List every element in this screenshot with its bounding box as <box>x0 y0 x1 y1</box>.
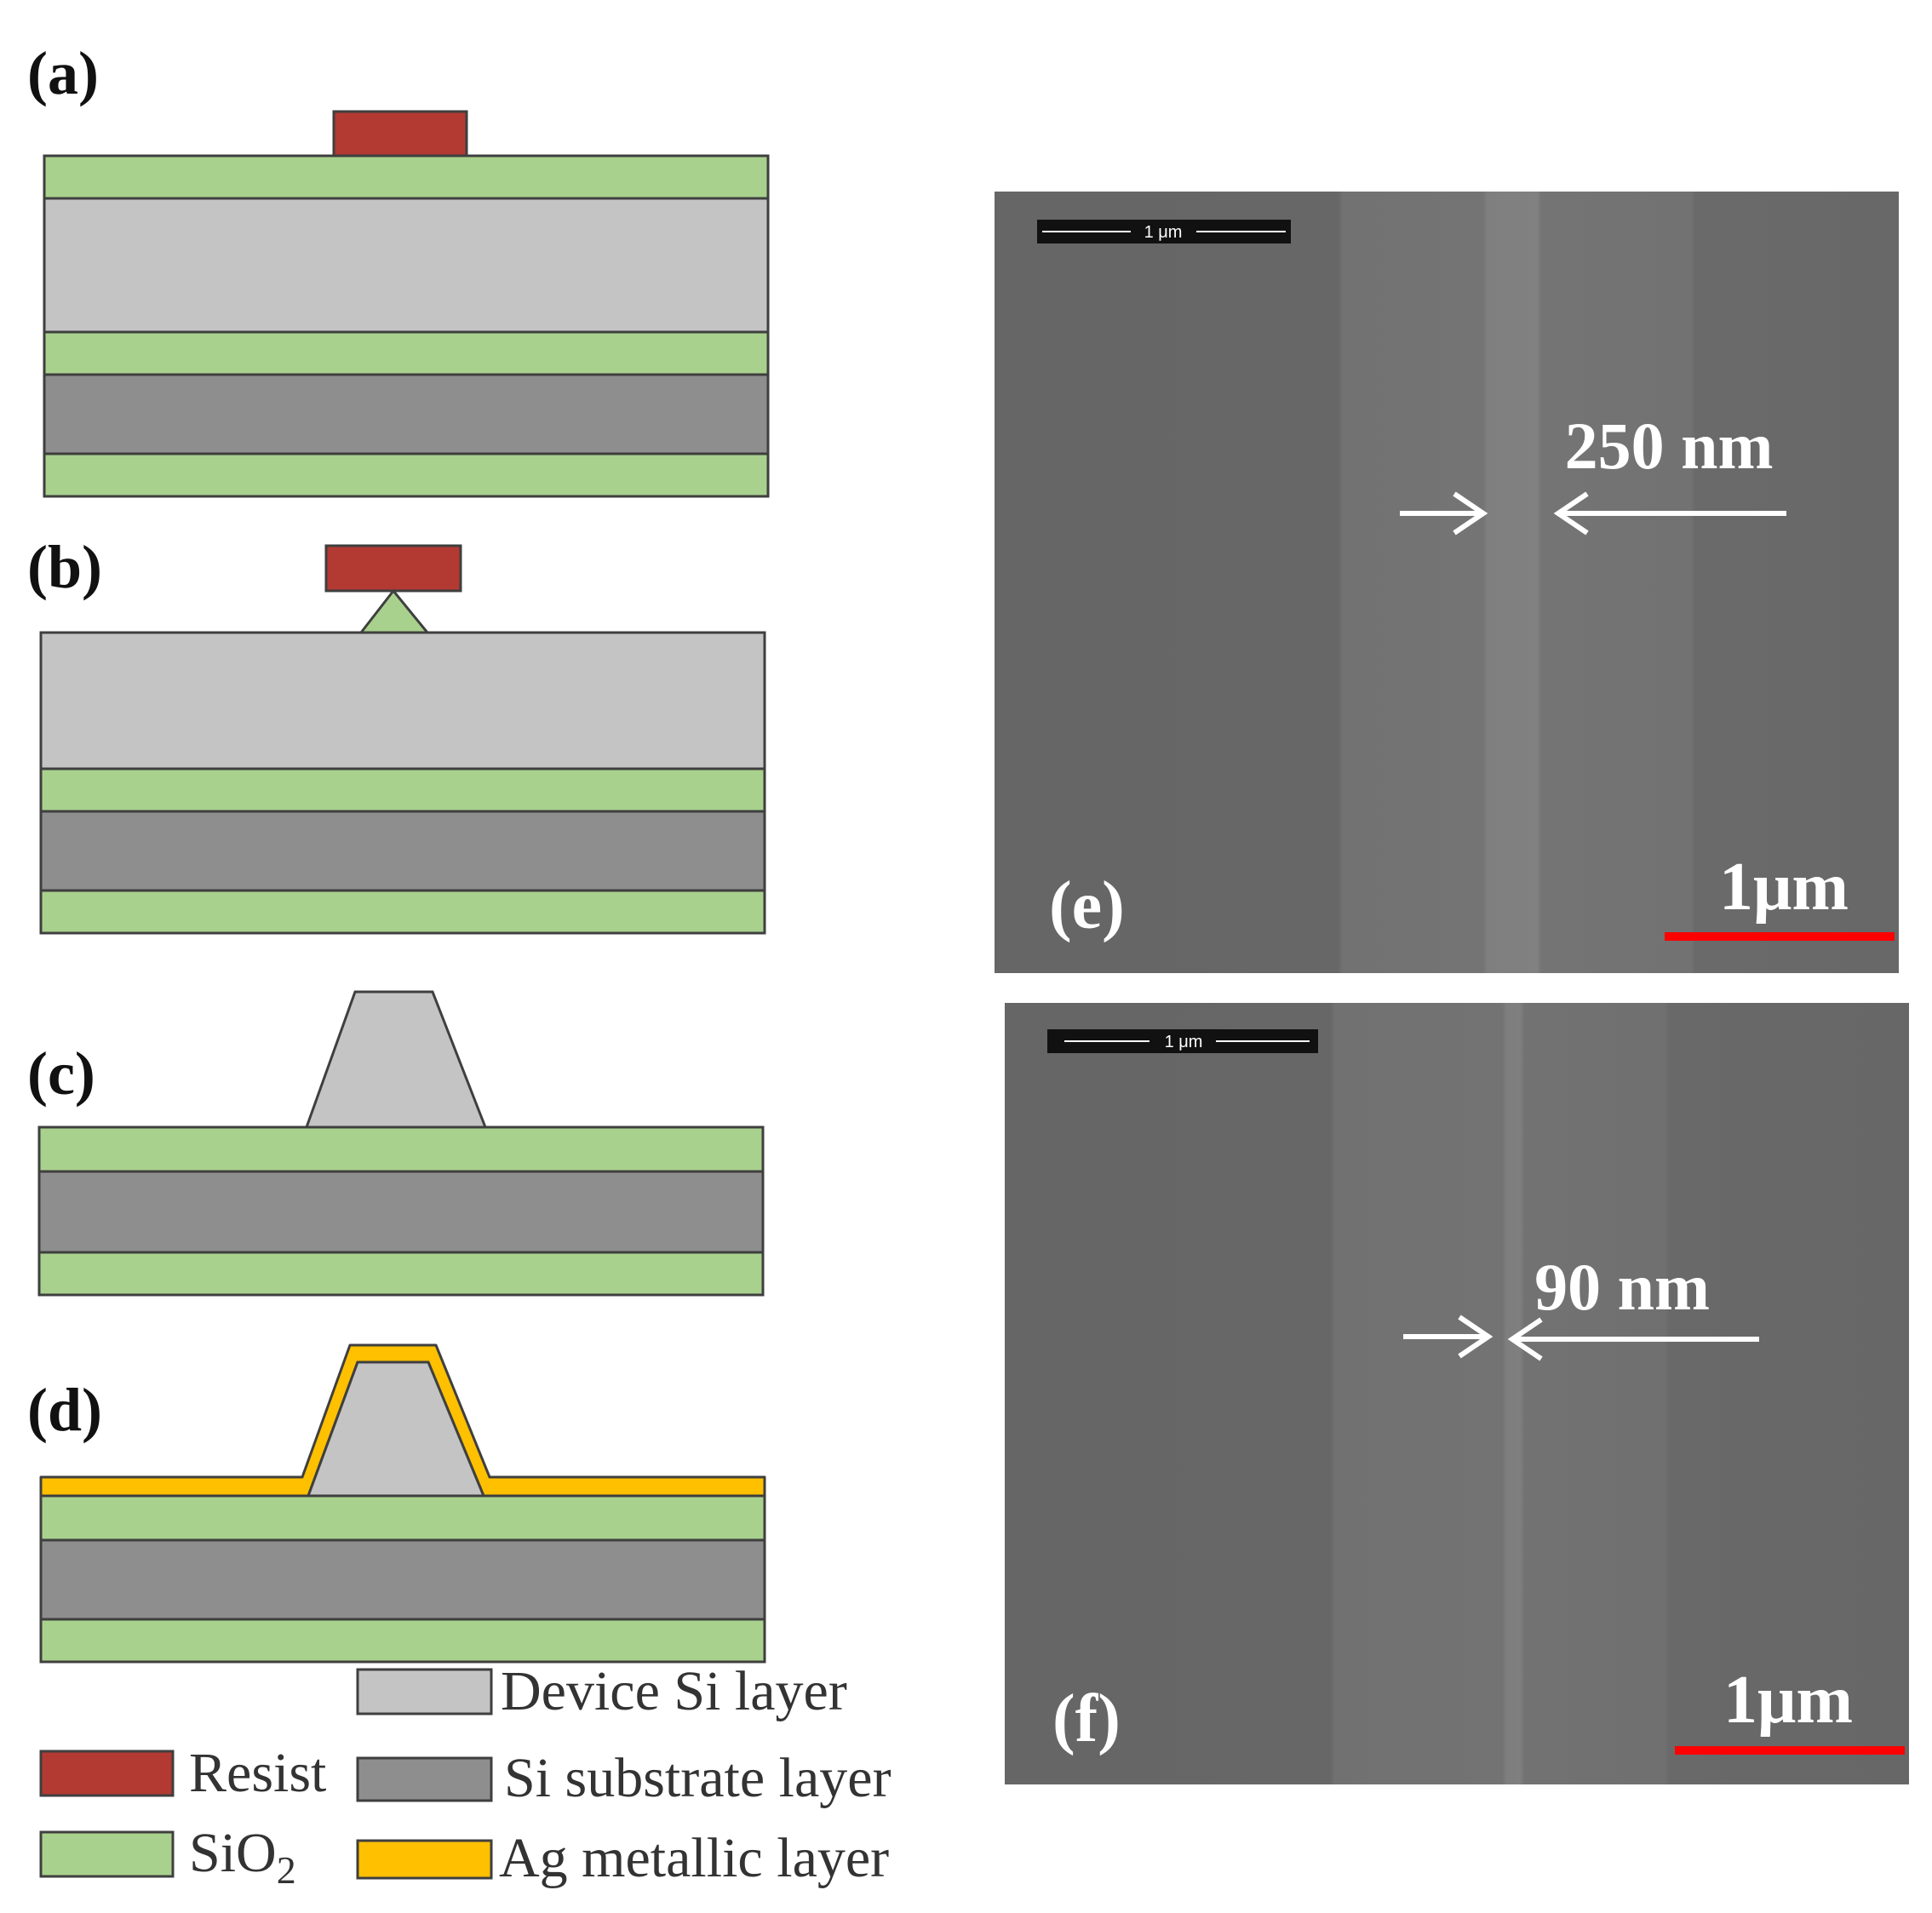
inset-scale-text-e: 1 μm <box>1144 223 1183 242</box>
legend-item-device-si: Device Si layer <box>356 1660 847 1722</box>
sio2-top-layer <box>43 154 770 200</box>
legend-label-device-si: Device Si layer <box>501 1660 847 1722</box>
panel-c-label: (c) <box>27 1040 95 1108</box>
legend-item-sio2: SiO2 <box>39 1822 296 1892</box>
legend-swatch-ag-metal <box>356 1839 493 1880</box>
sio2-box-layer <box>37 1125 765 1173</box>
device-si-layer <box>39 631 766 770</box>
resist-block <box>332 110 468 158</box>
legend-swatch-resist <box>39 1750 175 1797</box>
panel-e-sem-image: 1 μm 250 nm (e) 1μm <box>995 192 1899 973</box>
device-si-layer <box>43 197 770 334</box>
arrow-right-e <box>1400 491 1488 536</box>
legend-item-resist: Resist <box>39 1742 326 1804</box>
sio2-mask-triangle <box>358 588 431 634</box>
width-annotation-e: 250 nm <box>1565 409 1774 483</box>
sio2-box-layer <box>39 1494 766 1542</box>
sem-image-e <box>995 192 1899 973</box>
panel-d-label: (d) <box>27 1376 102 1444</box>
si-ridge <box>304 990 488 1129</box>
panel-f-label: (f) <box>1052 1681 1121 1756</box>
panel-e-label: (e) <box>1049 868 1125 943</box>
scale-bar-text-e: 1μm <box>1719 850 1849 925</box>
sio2-box-layer <box>43 330 770 376</box>
si-substrate-layer <box>39 810 766 892</box>
legend-item-ag-metal: Ag metallic layer <box>356 1827 889 1889</box>
scale-bar-f <box>1675 1746 1905 1755</box>
legend-label-resist: Resist <box>189 1742 326 1804</box>
sem-image-f <box>1005 1003 1909 1784</box>
arrow-left-e <box>1553 491 1786 536</box>
arrow-right-f <box>1403 1314 1493 1359</box>
si-ridge <box>306 1360 486 1498</box>
legend-item-si-substrate: Si substrate layer <box>356 1747 891 1809</box>
scale-bar-e <box>1665 932 1895 941</box>
inset-scale-text-f: 1 μm <box>1165 1033 1203 1051</box>
legend-swatch-si-substrate <box>356 1756 493 1802</box>
panel-f-sem-image: 1 μm 90 nm (f) 1μm <box>1005 1003 1909 1784</box>
sio2-bottom-layer <box>39 1618 766 1664</box>
panel-c: (c) <box>27 990 765 1297</box>
panel-b-label: (b) <box>27 533 102 601</box>
legend: Device Si layer Resist Si substrate laye… <box>39 1660 891 1892</box>
legend-label-ag-metal: Ag metallic layer <box>499 1827 889 1889</box>
sio2-bottom-layer <box>37 1251 765 1297</box>
legend-label-sio2: SiO2 <box>189 1822 296 1892</box>
si-substrate-layer <box>37 1170 765 1254</box>
sio2-bottom-layer <box>39 889 766 935</box>
sio2-box-layer <box>39 767 766 813</box>
scale-bar-text-f: 1μm <box>1723 1663 1853 1738</box>
si-substrate-layer <box>39 1538 766 1621</box>
si-substrate-layer <box>43 373 770 455</box>
sio2-bottom-layer <box>43 452 770 498</box>
panel-b: (b) <box>27 533 766 935</box>
panel-d: (d) <box>27 1343 766 1664</box>
panel-a: (a) <box>27 39 770 498</box>
legend-swatch-sio2 <box>39 1830 175 1878</box>
panel-a-label: (a) <box>27 39 99 107</box>
width-annotation-f: 90 nm <box>1534 1250 1710 1324</box>
legend-label-si-substrate: Si substrate layer <box>504 1747 891 1809</box>
resist-block <box>324 544 462 593</box>
legend-swatch-device-si <box>356 1668 493 1715</box>
arrow-left-f <box>1507 1317 1759 1361</box>
